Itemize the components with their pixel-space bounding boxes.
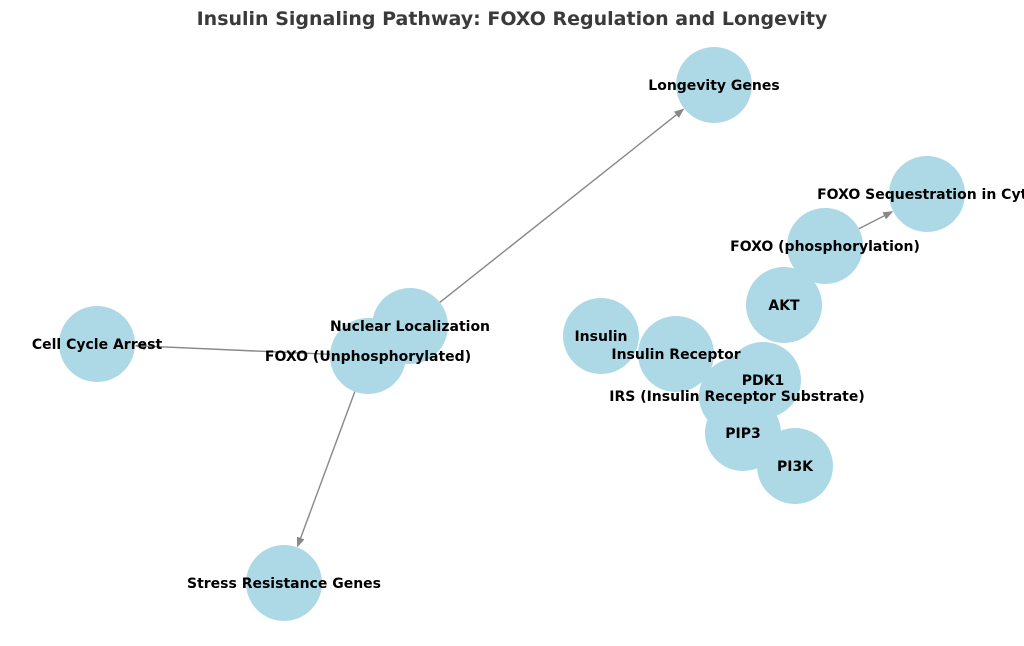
node-foxo-p: [787, 208, 863, 284]
node-label-foxo-p: FOXO (phosphorylation): [730, 239, 920, 255]
node-label-foxo-seq: FOXO Sequestration in Cyto: [817, 187, 1024, 203]
node-label-stress: Stress Resistance Genes: [187, 576, 381, 592]
diagram-title: Insulin Signaling Pathway: FOXO Regulati…: [197, 8, 828, 30]
node-label-nuclear: Nuclear Localization: [330, 319, 490, 335]
node-pi3k: [757, 428, 833, 504]
node-label-insulin: Insulin: [574, 329, 627, 345]
node-receptor: [638, 316, 714, 392]
edge-foxo_unp-to-stress: [296, 391, 356, 548]
node-cell-cycle: [59, 306, 135, 382]
node-foxo-unp: [330, 318, 406, 394]
node-label-akt: AKT: [768, 298, 800, 314]
node-label-cell-cycle: Cell Cycle Arrest: [32, 337, 163, 353]
node-label-receptor: Insulin Receptor: [611, 347, 740, 363]
node-label-pi3k: PI3K: [777, 459, 814, 475]
edge-foxo_unp-to-cell_cycle: [134, 342, 331, 356]
node-insulin: [563, 298, 639, 374]
node-stress: [246, 545, 322, 621]
node-foxo-seq: [889, 156, 965, 232]
node-label-longevity: Longevity Genes: [648, 78, 779, 94]
nodes-layer: [59, 47, 965, 621]
node-label-foxo-unp: FOXO (Unphosphorylated): [265, 349, 471, 365]
edges-layer: [134, 108, 894, 548]
node-label-irs: IRS (Insulin Receptor Substrate): [609, 389, 864, 405]
node-akt: [746, 267, 822, 343]
node-label-pip3: PIP3: [725, 426, 760, 442]
node-longevity: [676, 47, 752, 123]
edge-nuclear-to-longevity: [439, 108, 685, 303]
edge-foxo_p-to-foxo_seq: [858, 211, 894, 230]
node-label-pdk1: PDK1: [742, 373, 784, 389]
